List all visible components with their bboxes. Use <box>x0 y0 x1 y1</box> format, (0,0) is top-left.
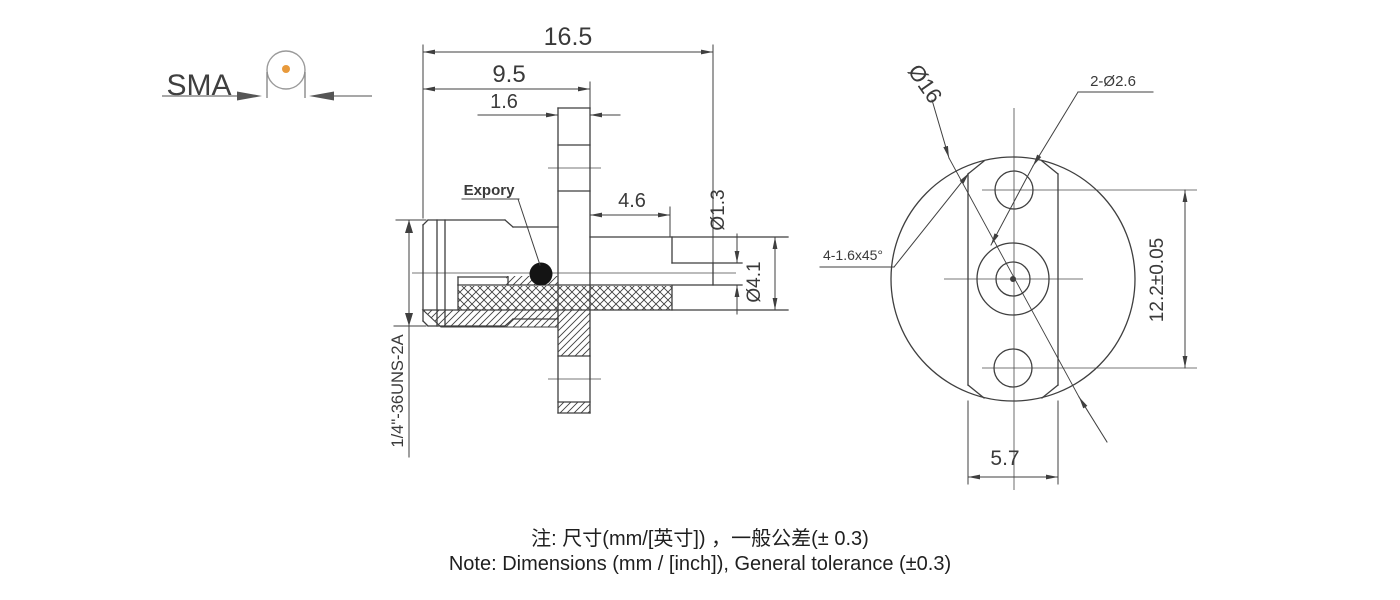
dim-flange-thickness: 1.6 <box>490 91 518 113</box>
dim-corner-chamfer: 4-1.6x45° <box>823 247 883 263</box>
dim-flange-diameter: Ø16 <box>903 59 947 107</box>
flat-width-dimension: 5.7 <box>967 400 1059 485</box>
sma-symbol: SMA <box>162 50 372 102</box>
thread-arrow-up-icon <box>405 220 413 233</box>
side-view-centerlines <box>412 167 736 380</box>
front-view-centerlines <box>944 108 1197 490</box>
dim-rear-body-length: 4.6 <box>618 190 646 212</box>
front-view-outline <box>890 156 1136 402</box>
note-line-chinese: 注: 尺寸(mm/[英寸]) ，一般公差(± 0.3) <box>531 527 869 550</box>
note-line-english: Note: Dimensions (mm / [inch]), General … <box>449 553 951 575</box>
epoxy-label: Expory <box>464 182 516 199</box>
dim-mounting-holes: 2-Ø2.6 <box>1090 73 1136 90</box>
hole-spacing-dimension: 12.2±0.05 <box>1147 189 1188 369</box>
side-view: Expory 16.5 9.5 1.6 4.6 Ø1.3 <box>389 23 789 458</box>
center-pin-dot-icon <box>282 65 290 73</box>
side-view-outline <box>422 107 789 414</box>
chamfer-callout: 4-1.6x45° <box>819 172 970 268</box>
dim-insulator-diameter: Ø4.1 <box>744 261 765 302</box>
dim-total-length: 16.5 <box>544 23 593 51</box>
dim-flat-width: 5.7 <box>990 447 1019 470</box>
sma-right-arrow-icon <box>309 91 334 101</box>
side-view-dimensions: 16.5 9.5 1.6 4.6 Ø1.3 Ø4.1 <box>389 23 778 458</box>
epoxy-dot <box>529 262 553 286</box>
sma-left-arrow-icon <box>237 91 262 101</box>
sma-label: SMA <box>166 69 231 102</box>
flange-section-upper <box>558 310 590 356</box>
ptfe-insulator-section <box>458 286 672 310</box>
thread-arrow-down-icon <box>405 313 413 326</box>
mounting-holes-callout: 2-Ø2.6 <box>990 73 1154 246</box>
drawing-notes: 注: 尺寸(mm/[英寸]) ，一般公差(± 0.3) Note: Dimens… <box>449 527 951 575</box>
front-view: Ø16 2-Ø2.6 4-1.6x45° 12.2±0.05 <box>819 59 1197 490</box>
side-view-hatching <box>421 276 672 413</box>
dim-pin-diameter: Ø1.3 <box>708 189 729 230</box>
dim-front-to-flange: 9.5 <box>492 61 525 88</box>
dim-hole-spacing: 12.2±0.05 <box>1147 238 1168 322</box>
epoxy-leader-line <box>517 198 541 266</box>
flange-section-lower <box>558 402 590 413</box>
dim-thread-spec: 1/4"-36UNS-2A <box>389 334 407 447</box>
